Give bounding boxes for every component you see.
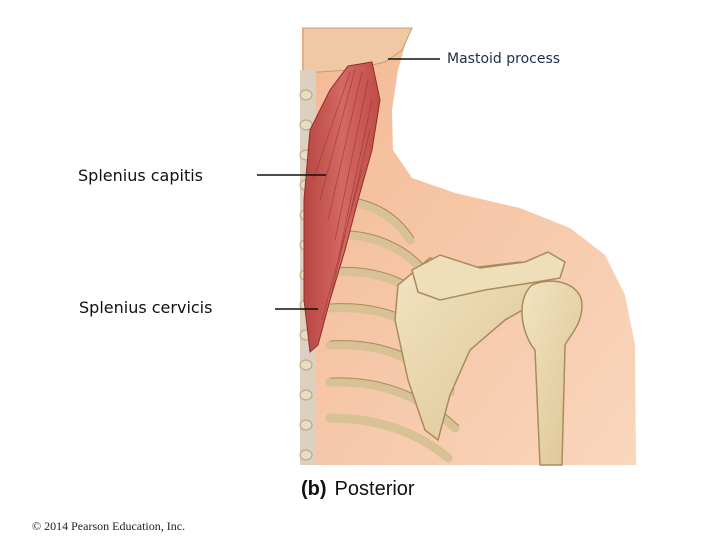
figure-caption: (b) Posterior <box>301 478 415 501</box>
humerus <box>521 280 583 466</box>
caption-view-label: Posterior <box>334 478 415 500</box>
muscle-fibers <box>312 69 373 321</box>
label-splenius-cervicis: Splenius cervicis <box>79 298 213 317</box>
scapular-spine <box>411 251 566 301</box>
caption-part-label: (b) <box>301 478 327 500</box>
label-splenius-capitis: Splenius capitis <box>78 166 204 185</box>
label-mastoid-process: Mastoid process <box>447 51 561 67</box>
copyright-notice: © 2014 Pearson Education, Inc. <box>32 519 186 533</box>
